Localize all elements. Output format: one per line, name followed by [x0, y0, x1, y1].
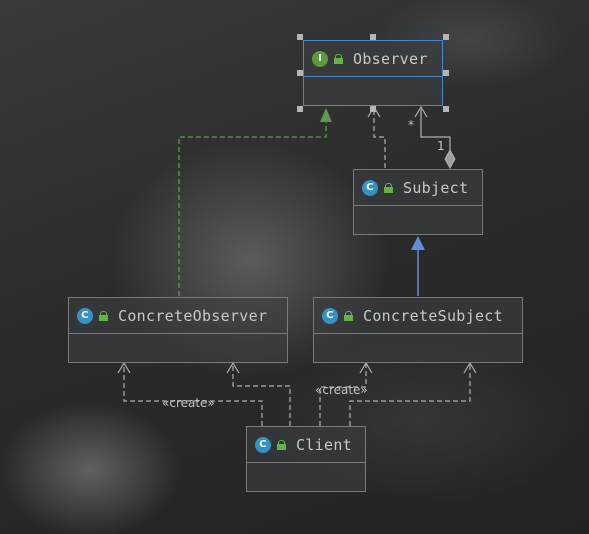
- realization-edge[interactable]: [178, 108, 332, 296]
- selection-handle-top-right[interactable]: [443, 34, 449, 40]
- class-name-subject: Subject: [403, 178, 469, 197]
- class-node-concretesubject[interactable]: C ConcreteSubject: [313, 297, 523, 363]
- public-lock-icon: [99, 311, 108, 321]
- public-lock-icon: [384, 183, 393, 193]
- class-name-client: Client: [296, 435, 352, 454]
- class-header-client: C Client: [247, 427, 365, 463]
- class-header-concreteobserver: C ConcreteObserver: [69, 298, 287, 334]
- realization-arrowhead: [320, 108, 332, 122]
- class-name-observer: Observer: [353, 49, 428, 68]
- aggregation-arrowhead: [414, 105, 428, 118]
- class-header-subject: C Subject: [354, 170, 482, 206]
- aggregation-edge[interactable]: [414, 105, 456, 170]
- class-node-subject[interactable]: C Subject: [353, 169, 483, 235]
- class-node-client[interactable]: C Client: [246, 426, 366, 492]
- selection-handle-top[interactable]: [370, 34, 376, 40]
- class-name-concretesubject: ConcreteSubject: [363, 306, 503, 325]
- class-node-observer[interactable]: I Observer: [303, 40, 443, 106]
- class-icon: C: [322, 307, 338, 324]
- class-header-observer: I Observer: [304, 41, 442, 77]
- multiplicity-many-label: *: [408, 118, 414, 132]
- create-edge-client-concreteobserver[interactable]: [117, 361, 291, 426]
- create-stereotype-left: «create»: [162, 396, 215, 410]
- multiplicity-one-label: 1: [437, 139, 445, 153]
- public-lock-icon: [344, 311, 353, 321]
- selection-handle-top-left[interactable]: [297, 34, 303, 40]
- class-icon: C: [77, 307, 93, 324]
- class-icon: C: [362, 179, 378, 196]
- create-stereotype-right: «create»: [315, 383, 368, 397]
- selection-handle-bottom-right[interactable]: [443, 106, 449, 112]
- public-lock-icon: [277, 440, 286, 450]
- selection-handle-bottom[interactable]: [370, 106, 376, 112]
- class-icon: C: [255, 436, 271, 453]
- selection-handle-right[interactable]: [443, 70, 449, 76]
- dependency-edge-subject-observer[interactable]: [367, 105, 386, 168]
- interface-icon: I: [312, 50, 328, 67]
- aggregation-diamond: [444, 148, 456, 170]
- create-edge-client-concretesubject[interactable]: [319, 361, 477, 426]
- selection-handle-bottom-left[interactable]: [297, 106, 303, 112]
- selection-handle-left[interactable]: [297, 70, 303, 76]
- inheritance-arrowhead: [411, 236, 425, 250]
- class-name-concreteobserver: ConcreteObserver: [118, 306, 268, 325]
- inheritance-edge[interactable]: [411, 236, 425, 296]
- class-header-concretesubject: C ConcreteSubject: [314, 298, 522, 334]
- class-node-concreteobserver[interactable]: C ConcreteObserver: [68, 297, 288, 363]
- public-lock-icon: [334, 54, 343, 64]
